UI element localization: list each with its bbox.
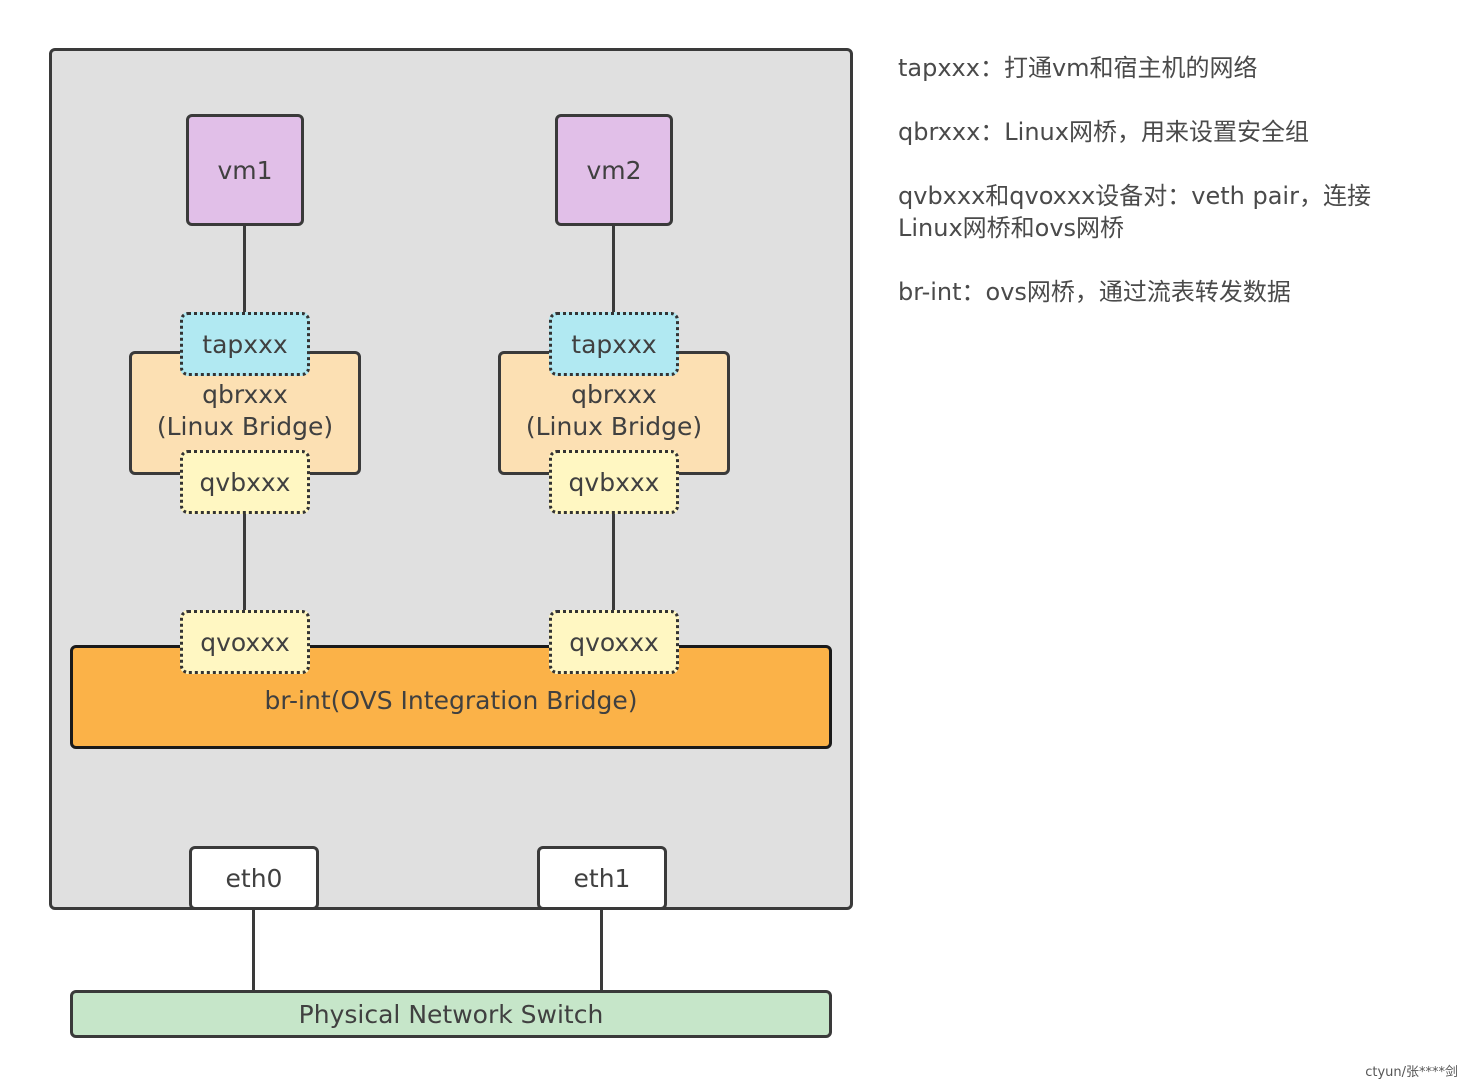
qvb2-label: qvbxxx <box>568 467 660 497</box>
link-eth1-switch <box>600 908 603 992</box>
tap2-label: tapxxx <box>571 329 657 359</box>
qbr2-name: qbrxxx <box>571 380 657 409</box>
link-vm1-tap <box>243 225 246 313</box>
note-qbr: qbrxxx：Linux网桥，用来设置安全组 <box>898 118 1309 146</box>
vm2-label: vm2 <box>586 155 642 185</box>
qbr1-name: qbrxxx <box>202 380 288 409</box>
eth0-box: eth0 <box>189 846 319 910</box>
physical-switch-box: Physical Network Switch <box>70 990 832 1038</box>
tap1-box: tapxxx <box>180 312 310 376</box>
qvb1-box: qvbxxx <box>180 450 310 514</box>
eth1-label: eth1 <box>573 863 631 893</box>
qvo2-box: qvoxxx <box>549 610 679 674</box>
eth1-box: eth1 <box>537 846 667 910</box>
qvb1-label: qvbxxx <box>199 467 291 497</box>
link-vm2-tap <box>612 225 615 313</box>
link-qvb2-qvo2 <box>612 512 615 612</box>
note-veth-pair: qvbxxx和qvoxxx设备对：veth pair，连接 Linux网桥和ov… <box>898 182 1371 242</box>
qbr1-type: (Linux Bridge) <box>156 412 334 441</box>
note-br-int: br-int：ovs网桥，通过流表转发数据 <box>898 278 1291 306</box>
qvo1-box: qvoxxx <box>180 610 310 674</box>
physical-switch-label: Physical Network Switch <box>298 999 604 1029</box>
tap2-box: tapxxx <box>549 312 679 376</box>
vm1-label: vm1 <box>217 155 273 185</box>
watermark: ctyun/张****剑 <box>1365 1065 1458 1080</box>
vm2-box: vm2 <box>555 114 673 226</box>
tap1-label: tapxxx <box>202 329 288 359</box>
note-tap: tapxxx：打通vm和宿主机的网络 <box>898 54 1258 82</box>
qvb2-box: qvbxxx <box>549 450 679 514</box>
br-int-label: br-int(OVS Integration Bridge) <box>264 686 638 715</box>
link-eth0-switch <box>252 908 255 992</box>
qvo2-label: qvoxxx <box>569 627 659 657</box>
eth0-label: eth0 <box>225 863 283 893</box>
qvo1-label: qvoxxx <box>200 627 290 657</box>
link-qvb1-qvo1 <box>243 512 246 612</box>
qbr2-type: (Linux Bridge) <box>525 412 703 441</box>
host-machine-box <box>49 48 853 910</box>
vm1-box: vm1 <box>186 114 304 226</box>
